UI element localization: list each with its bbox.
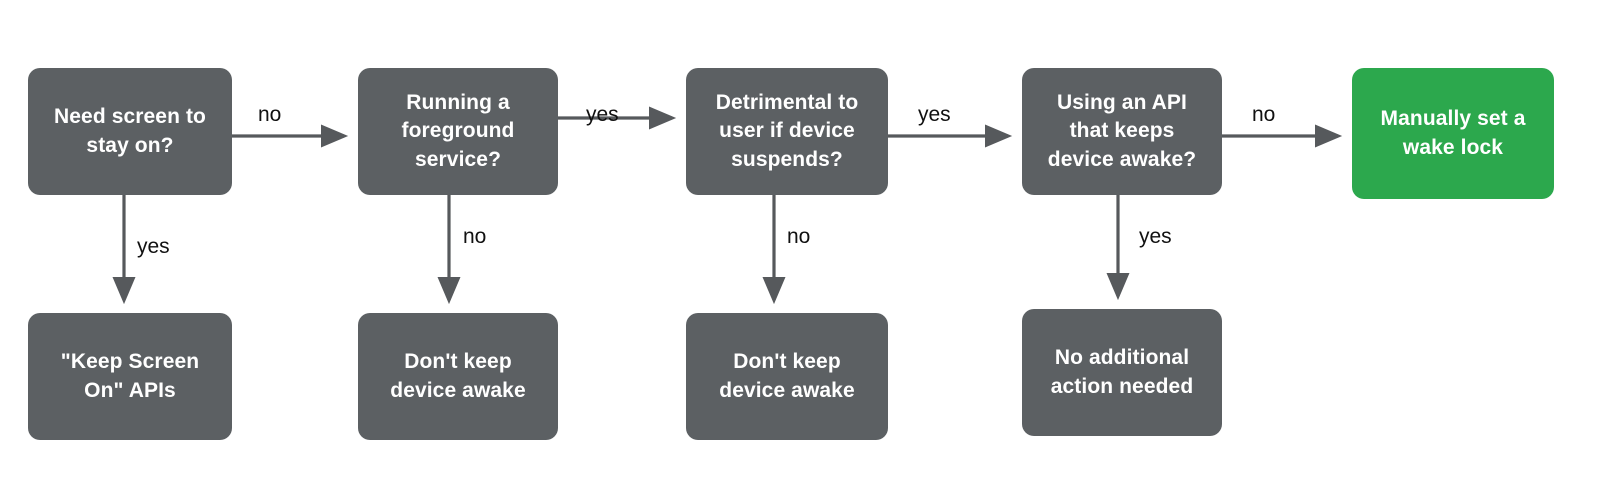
- edge-label-detrimental--to--dont-keep-2: no: [787, 225, 811, 248]
- edge-label-detrimental--to--api-keeps-awake: yes: [918, 103, 951, 126]
- node-label: Detrimental to user if device suspends?: [715, 90, 859, 171]
- node-foreground-service[interactable]: Running a foreground service?: [358, 68, 558, 195]
- node-label: No additional action needed: [1050, 346, 1194, 398]
- node-need-screen-on[interactable]: Need screen to stay on?: [28, 68, 232, 195]
- edge-label-api-keeps-awake--to--manual-wake-lock: no: [1252, 103, 1276, 126]
- node-label: Manually set a wake lock: [1380, 107, 1526, 159]
- node-label: Don't keep device awake: [390, 350, 526, 402]
- node-label: Using an API that keeps device awake?: [1047, 90, 1197, 171]
- node-manual-wake-lock[interactable]: Manually set a wake lock: [1352, 68, 1554, 199]
- node-api-keeps-awake[interactable]: Using an API that keeps device awake?: [1022, 68, 1222, 195]
- node-no-additional-action[interactable]: No additional action needed: [1022, 309, 1222, 436]
- node-detrimental-suspend[interactable]: Detrimental to user if device suspends?: [686, 68, 888, 195]
- node-label: Running a foreground service?: [401, 90, 515, 171]
- node-label: Need screen to stay on?: [54, 105, 206, 157]
- edge-label-foreground-service--to--dont-keep-1: no: [463, 225, 487, 248]
- edge-label-need-screen-on--to--foreground-service: no: [258, 103, 282, 126]
- edge-label-api-keeps-awake--to--no-additional: yes: [1139, 225, 1172, 248]
- node-label: Don't keep device awake: [719, 350, 855, 402]
- node-label: "Keep Screen On" APIs: [60, 350, 200, 402]
- node-dont-keep-awake-2[interactable]: Don't keep device awake: [686, 313, 888, 440]
- node-keep-screen-on-apis[interactable]: "Keep Screen On" APIs: [28, 313, 232, 440]
- edge-label-foreground-service--to--detrimental: yes: [586, 103, 619, 126]
- node-dont-keep-awake-1[interactable]: Don't keep device awake: [358, 313, 558, 440]
- edge-label-need-screen-on--to--keep-screen-on-apis: yes: [137, 235, 170, 258]
